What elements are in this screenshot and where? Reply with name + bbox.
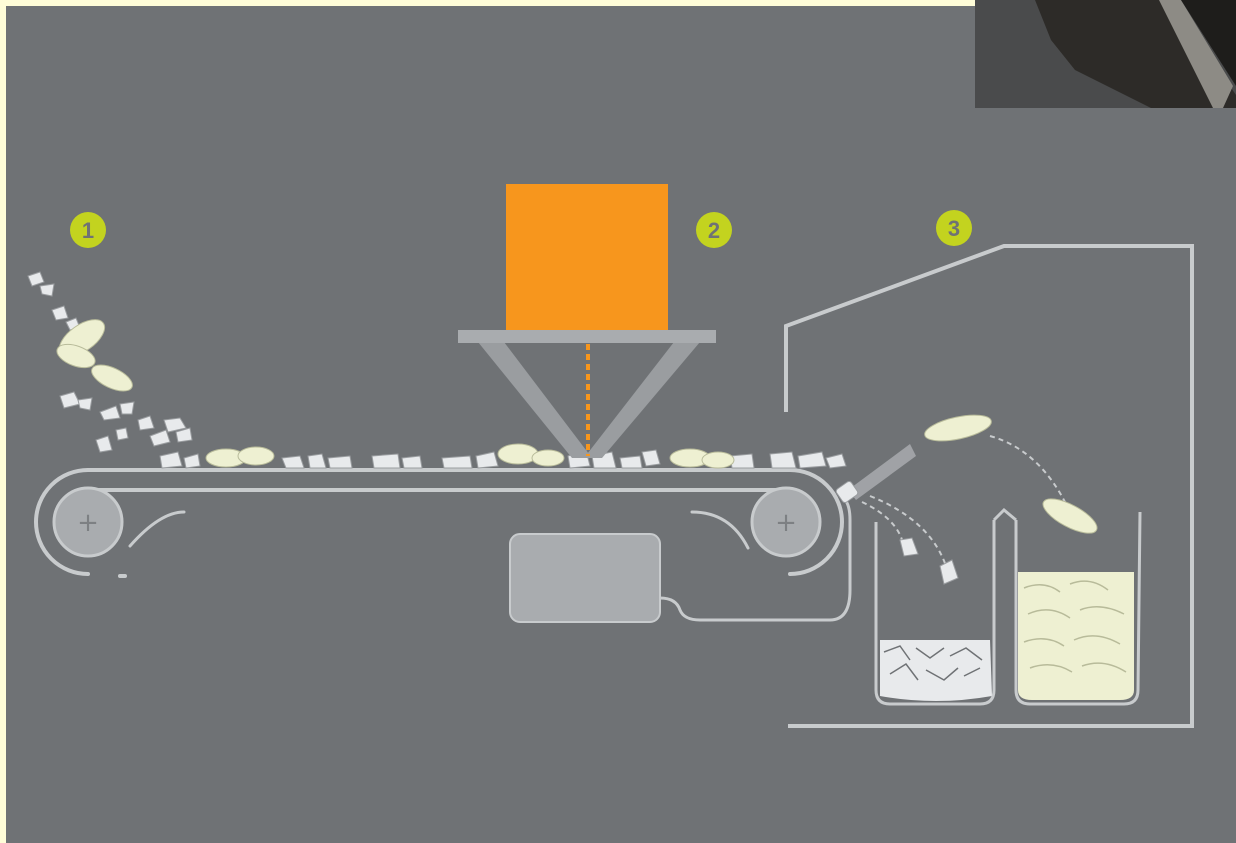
bin-divider-peak (994, 510, 1016, 520)
kernel (922, 410, 993, 446)
shell-fragment (372, 454, 400, 468)
roller-plus-icon: + (77, 508, 99, 538)
step-1-badge: 1 (70, 212, 106, 248)
trajectories (862, 436, 1068, 566)
shell-fragment (116, 428, 128, 440)
shell-fragment (100, 406, 120, 420)
sensor-right-strut (584, 342, 700, 458)
air-jet-blast (848, 444, 916, 500)
kernel (1038, 492, 1101, 540)
sensor-camera-box (506, 184, 668, 330)
kernel-bin (994, 510, 1140, 704)
conveyor-belt (36, 470, 842, 576)
shell-fragment (120, 402, 134, 414)
shell-fragment (138, 416, 154, 430)
shell-fragment (770, 452, 796, 468)
sensor-unit (458, 184, 716, 458)
shell-fragment (328, 456, 352, 468)
shell-fragment (826, 454, 846, 468)
belt-right-return (692, 512, 748, 548)
air-ejector (835, 444, 916, 504)
shell-fragment (620, 456, 642, 468)
shell-fragment (308, 454, 326, 468)
step-2-badge: 2 (696, 212, 732, 248)
shell-fragment (96, 436, 112, 452)
shell-fragment (160, 452, 182, 468)
shell-bin (876, 520, 994, 704)
shell-fragment (52, 306, 68, 320)
shell-fragment (60, 392, 80, 408)
shell-fragment (940, 560, 958, 584)
step-3-badge: 3 (936, 210, 972, 246)
belt-left-return (130, 512, 184, 546)
shell-fragment (282, 456, 304, 468)
shell-fragment (900, 538, 918, 556)
motor-box (510, 534, 660, 622)
shell-fragment (78, 398, 92, 410)
kernel-pile (1018, 572, 1134, 700)
diagram-canvas: + + (6, 6, 1236, 843)
dark-machine-photo (975, 0, 1236, 108)
right-roller: + (752, 488, 820, 556)
sensor-left-strut (478, 342, 592, 458)
shell-fragment (798, 452, 826, 468)
falling-material (28, 272, 192, 452)
shell-fragment (40, 284, 54, 296)
kernel (238, 447, 274, 465)
shell-fragment (184, 454, 200, 468)
sensor-mount-plate (458, 330, 716, 343)
step-2-number: 2 (708, 218, 720, 243)
shell-fragment (442, 456, 472, 468)
shell-fragment (150, 430, 170, 446)
kernel (702, 452, 734, 468)
roller-plus-icon: + (775, 508, 797, 538)
left-roller: + (54, 488, 122, 556)
shell-fragment (402, 456, 422, 468)
step-1-number: 1 (82, 218, 94, 243)
step-3-number: 3 (948, 216, 960, 241)
kernel (532, 450, 564, 466)
shell-fragment (476, 452, 498, 468)
kernel (88, 360, 136, 397)
kernel (498, 444, 538, 464)
sorting-process-diagram: + + (6, 6, 1236, 843)
shell-fragment (642, 450, 660, 466)
shell-fragment (28, 272, 44, 286)
belt-material (160, 444, 846, 468)
ejected-items (900, 410, 1102, 584)
trajectory-kernel (990, 436, 1068, 508)
